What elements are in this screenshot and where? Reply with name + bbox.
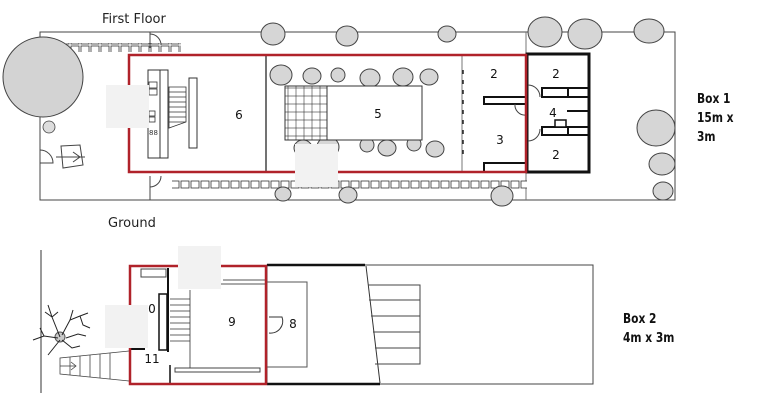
steps-ground — [368, 284, 421, 365]
tree-group — [260, 16, 676, 207]
entry-arrow-icon — [72, 151, 81, 163]
room-8-surface — [266, 281, 308, 368]
redaction-block — [178, 246, 221, 289]
redaction-block — [106, 85, 149, 128]
room-2-number: 2 — [552, 67, 560, 81]
svg-text:88: 88 — [149, 129, 158, 137]
room-6-number: 6 — [235, 108, 243, 122]
door-swing-8 — [268, 316, 284, 334]
entry-stairs-ground — [59, 350, 130, 382]
room-9-number: 9 — [228, 315, 236, 329]
bench-room-2 — [483, 96, 527, 105]
first-floor-label: First Floor — [102, 12, 166, 27]
planter-strip-top — [41, 43, 181, 52]
small-plant-icon — [42, 120, 56, 134]
grid-paving — [284, 85, 328, 141]
room-5-number: 5 — [374, 107, 382, 121]
box-1-size: 15m x 3m — [697, 111, 734, 145]
room-11-number: 11 — [144, 352, 160, 366]
first-floor-plan: 88 — [2, 16, 676, 207]
washroom-fixture-top — [541, 87, 569, 98]
ground-floor-label: Ground — [108, 216, 156, 231]
room-8-number: 8 — [289, 317, 297, 331]
box-1-label: Box 1 15m x 3m — [697, 90, 755, 147]
box-1-service-block — [525, 52, 591, 174]
door-swing-entry — [39, 149, 54, 164]
staircase-ground — [170, 290, 191, 368]
box-2-label: Box 2 4m x 3m — [623, 310, 674, 348]
room-4-number: 4 — [549, 106, 557, 120]
box-2-name: Box 2 — [623, 312, 657, 327]
partition-wall — [188, 77, 198, 149]
redaction-block — [105, 305, 148, 348]
room-2-number: 2 — [490, 67, 498, 81]
washroom-fixture-bottom — [541, 126, 569, 136]
redaction-block — [295, 144, 338, 187]
planter-strip-bottom — [172, 180, 527, 189]
box-2-size: 4m x 3m — [623, 331, 675, 346]
room-2-number: 2 — [552, 148, 560, 162]
room-10-number: 0 — [148, 302, 156, 316]
box-2-outline — [266, 264, 594, 385]
tree-sketch-icon — [32, 304, 91, 356]
box-1-name: Box 1 — [697, 92, 731, 107]
staircase-first-floor — [168, 86, 187, 129]
tree-icon — [2, 36, 84, 118]
wall-stub-10 — [158, 293, 168, 351]
room-3-number: 3 — [496, 133, 504, 147]
